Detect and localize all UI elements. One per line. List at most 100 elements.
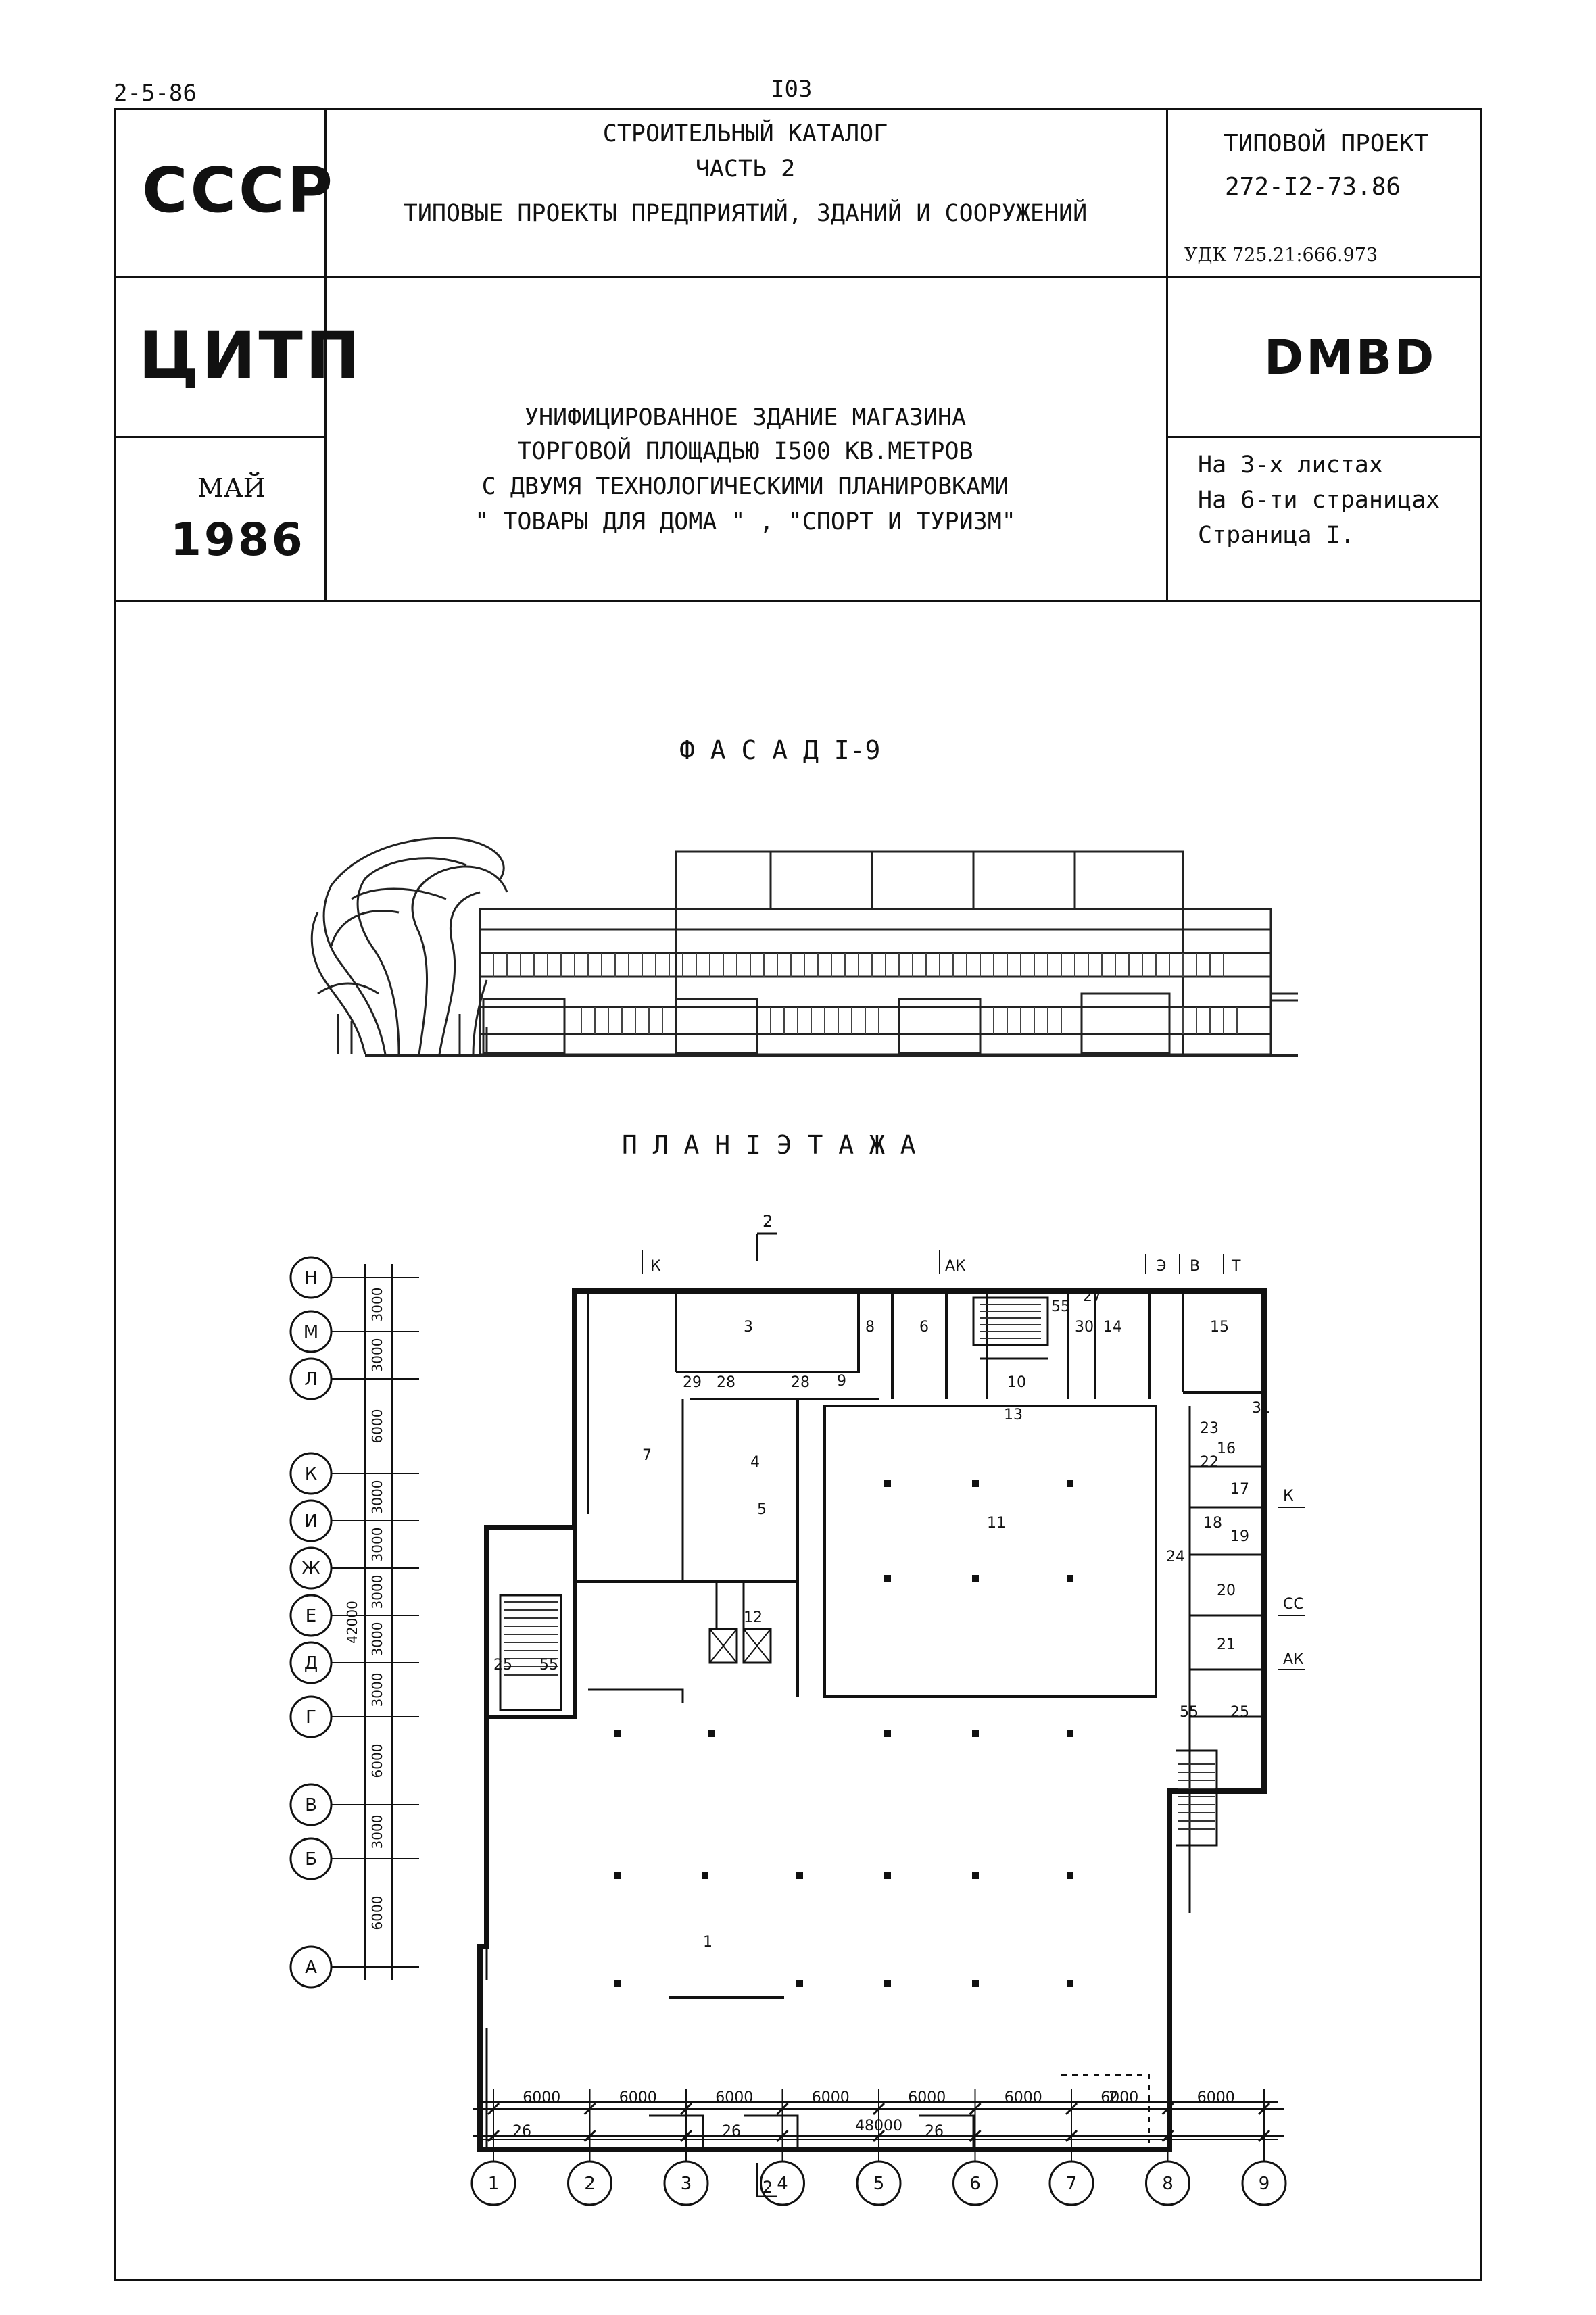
col-dim-label: 6000 xyxy=(1005,2089,1042,2106)
section-label: 2 xyxy=(763,2178,773,2197)
axis-label: 1 xyxy=(488,2174,500,2194)
row-dim-label: 3000 xyxy=(369,1480,385,1515)
axis-label: 3 xyxy=(681,2174,692,2194)
sheets-line-3: Страница I. xyxy=(1198,522,1355,549)
columns xyxy=(614,1480,1073,1987)
row-dim-label: 6000 xyxy=(369,1896,385,1930)
entrance-label: Т xyxy=(1231,1258,1241,1275)
room-label: 26 xyxy=(722,2123,741,2140)
axis-label: М xyxy=(304,1322,318,1342)
year-label: 1986 xyxy=(170,514,306,566)
header-divider xyxy=(114,436,324,438)
header-divider xyxy=(1166,108,1168,602)
dim-tick xyxy=(583,2102,596,2143)
room-label: 11 xyxy=(987,1515,1006,1532)
country-label: СССР xyxy=(142,154,335,226)
entrance-label: К xyxy=(1283,1488,1294,1505)
row-dim-label: 3000 xyxy=(369,1575,385,1609)
facade-title: Ф А С А Д I-9 xyxy=(679,735,881,765)
section-marks: 2 2 xyxy=(756,1212,777,2197)
row-dim-label: 3000 xyxy=(369,1528,385,1562)
room-label: 15 xyxy=(1210,1319,1229,1336)
room-label: 24 xyxy=(1166,1549,1185,1565)
col-dim-label: 6000 xyxy=(1197,2089,1235,2106)
dim-tick xyxy=(1257,2102,1271,2143)
dim-tick xyxy=(872,2102,886,2143)
room-label: 16 xyxy=(1217,1440,1236,1457)
axis-label: 4 xyxy=(777,2174,788,2194)
room-label: 21 xyxy=(1217,1636,1236,1653)
axis-label: 9 xyxy=(1259,2174,1270,2194)
room-label: 55 xyxy=(539,1657,558,1674)
axis-label: Д xyxy=(304,1653,318,1674)
axis-label: 7 xyxy=(1066,2174,1078,2194)
col-dim-label: 6000 xyxy=(715,2089,753,2106)
entrance-label: Э xyxy=(1156,1258,1166,1275)
dim-tick xyxy=(679,2102,693,2143)
room-label: 8 xyxy=(865,1319,875,1336)
room-label: 14 xyxy=(1103,1319,1122,1336)
room-label: 1 xyxy=(703,1934,712,1951)
row-total-label: 42000 xyxy=(344,1601,360,1644)
catalog-line-1: СТРОИТЕЛЬНЫЙ КАТАЛОГ xyxy=(602,120,888,147)
axis-label: Ж xyxy=(301,1559,320,1579)
axis-label: А xyxy=(305,1957,317,1978)
axis-bubble xyxy=(856,2160,902,2206)
facade-window-mullions xyxy=(493,953,1238,1034)
room-label: 17 xyxy=(1230,1481,1249,1498)
floor-plan: НМЛКИЖЕДГВБА3000300060003000300030003000… xyxy=(289,1212,1305,2197)
room-label: 20 xyxy=(1217,1582,1236,1599)
document-code: DMBD xyxy=(1264,330,1437,385)
axis-bubble xyxy=(952,2160,998,2206)
room-label: 28 xyxy=(717,1374,735,1391)
room-label: 23 xyxy=(1200,1420,1219,1437)
axis-label: 8 xyxy=(1162,2174,1174,2194)
title-line-3: С ДВУМЯ ТЕХНОЛОГИЧЕСКИМИ ПЛАНИРОВКАМИ xyxy=(481,473,1009,500)
room-label: 55 xyxy=(1051,1298,1070,1315)
room-label: 26 xyxy=(512,2123,531,2140)
row-dim-label: 3000 xyxy=(369,1288,385,1322)
row-axes: НМЛКИЖЕДГВБА3000300060003000300030003000… xyxy=(289,1256,419,1989)
axis-bubble xyxy=(1241,2160,1287,2206)
axis-label: Г xyxy=(306,1707,316,1728)
room-label: 6 xyxy=(919,1319,929,1336)
axis-label: Л xyxy=(304,1369,318,1390)
room-label: 10 xyxy=(1007,1374,1026,1391)
title-line-1: УНИФИЦИРОВАННОЕ ЗДАНИЕ МАГАЗИНА xyxy=(524,404,967,431)
axis-label: И xyxy=(304,1511,317,1532)
axis-bubble xyxy=(663,2160,709,2206)
room-label: 19 xyxy=(1230,1528,1249,1545)
row-dim-label: 6000 xyxy=(369,1409,385,1444)
col-dim-label: 6000 xyxy=(812,2089,850,2106)
axis-label: 2 xyxy=(584,2174,596,2194)
axis-label: Б xyxy=(305,1849,317,1870)
room-label: 12 xyxy=(744,1609,763,1626)
dim-tick xyxy=(1065,2102,1078,2143)
dim-tick xyxy=(487,2102,500,2143)
entrance-label: В xyxy=(1190,1258,1200,1275)
axis-label: Е xyxy=(306,1606,316,1626)
room-label: 27 xyxy=(1083,1288,1102,1305)
row-dim-label: 6000 xyxy=(369,1744,385,1778)
col-dim-label: 6000 xyxy=(908,2089,946,2106)
entrance-marks: К АК Э В Т К СС АК xyxy=(642,1250,1305,1670)
building-elevation xyxy=(365,850,1298,1057)
row-dim-label: 3000 xyxy=(369,1673,385,1707)
room-label: 4 xyxy=(750,1454,760,1471)
row-dim-label: 3000 xyxy=(369,1338,385,1373)
dim-tick xyxy=(969,2102,982,2143)
page-frame xyxy=(114,108,1482,2281)
room-label: 18 xyxy=(1203,1515,1222,1532)
sheets-line-2: На 6-ти страницах xyxy=(1198,487,1441,514)
col-dim-label: 6000 xyxy=(523,2089,560,2106)
org-label: ЦИТП xyxy=(139,318,363,393)
page-number: I03 xyxy=(771,76,813,103)
tree-icon xyxy=(310,837,508,1055)
sheets-line-1: На 3-х листах xyxy=(1198,452,1383,479)
plan-walls xyxy=(477,1288,1267,2152)
room-label: 31 xyxy=(1252,1400,1271,1417)
room-label: 55 xyxy=(1180,1704,1199,1721)
axis-bubble xyxy=(1145,2160,1190,2206)
axis-bubble xyxy=(567,2160,612,2206)
entrance-label: АК xyxy=(945,1258,966,1275)
